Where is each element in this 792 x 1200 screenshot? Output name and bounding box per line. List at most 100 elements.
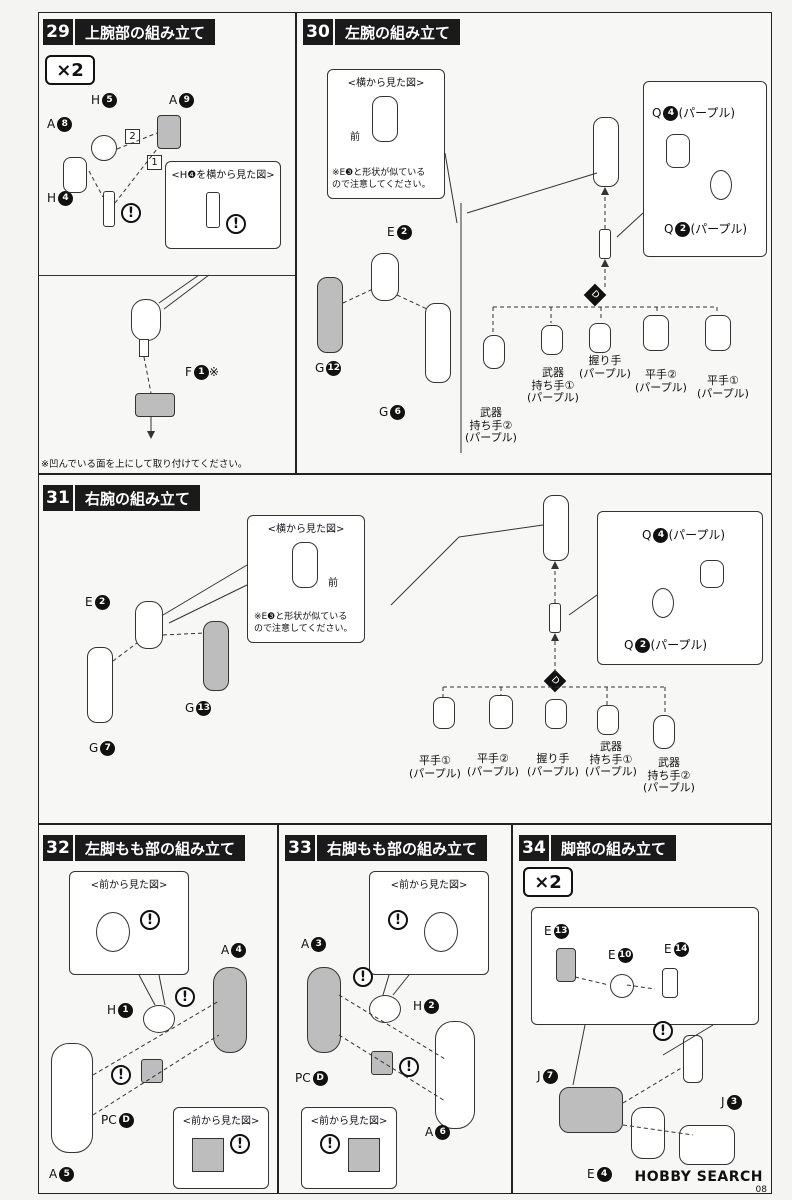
step-31-header: 31 右腕の組み立て (43, 485, 201, 511)
hand-label-weapon-2: 武器 持ち手② (パープル) (465, 406, 517, 445)
part-a5 (51, 1043, 93, 1153)
front-label: 前 (328, 578, 338, 589)
warning-icon: ! (653, 1021, 673, 1041)
hand-label-weapon-2: 武器 持ち手② (パープル) (643, 756, 695, 795)
hand-fist (545, 699, 567, 729)
part-g7 (87, 647, 113, 723)
part-pc-d-front (192, 1138, 224, 1172)
step-number: 34 (519, 835, 549, 861)
warning-icon: ! (320, 1134, 340, 1154)
hand-weapon-2 (653, 715, 675, 749)
part-a9 (157, 115, 181, 149)
part-joint (549, 603, 561, 633)
callout-front-view-1: <前から見た図> ! (369, 871, 489, 975)
hand-fist (589, 323, 611, 353)
part-q2 (710, 170, 732, 200)
callout-front-view-2: <前から見た図> ! (173, 1107, 269, 1189)
part-forearm (593, 117, 619, 187)
part-e2-side (372, 96, 398, 142)
hand-weapon-1 (597, 705, 619, 735)
part-e4 (631, 1107, 665, 1159)
seq-box-1: 1 (147, 155, 162, 171)
warning-icon: ! (175, 987, 195, 1007)
callout-side-view: <横から見た図> 前 ※E❸と形状が似ている ので注意してください。 (327, 69, 445, 199)
part-joint (139, 339, 149, 357)
hobby-search-watermark: HOBBY SEARCH (634, 1169, 763, 1185)
part-pc-d (141, 1059, 163, 1083)
part-f1 (135, 393, 175, 417)
callout-h4-side: <H❹を横から見た図> ! (165, 161, 281, 249)
step-number: 33 (285, 835, 315, 861)
hand-label-weapon-1: 武器 持ち手① (パープル) (585, 740, 637, 779)
warning-icon: ! (230, 1134, 250, 1154)
seq-box-2: 2 (125, 129, 140, 145)
hand-label-open-2: 平手② (パープル) (467, 752, 519, 778)
note-text: ※E❸と形状が似ている ので注意してください。 (254, 612, 353, 634)
part-e2 (135, 601, 163, 649)
part-j7 (559, 1087, 623, 1133)
part-forearm (543, 495, 569, 561)
part-a8 (63, 157, 87, 193)
part-e10 (610, 974, 634, 998)
step-32-header: 32 左脚もも部の組み立て (43, 835, 246, 861)
callout-caption: <横から見た図> (347, 78, 425, 89)
part-g6 (425, 303, 451, 383)
diamond-marker: D (583, 283, 607, 307)
warning-icon: ! (388, 910, 408, 930)
part-h5 (91, 135, 117, 161)
part-pc-d (371, 1051, 393, 1075)
step-30-header: 30 左腕の組み立て (303, 19, 461, 45)
callout-caption: <横から見た図> (267, 524, 345, 535)
note-text: ※E❸と形状が似ている ので注意してください。 (332, 168, 431, 190)
step-number: 32 (43, 835, 73, 861)
callout-caption: <前から見た図> (310, 1116, 388, 1127)
multiplier-badge: ×2 (45, 55, 95, 85)
hand-open-1 (433, 697, 455, 729)
hand-open-2 (489, 695, 513, 729)
callout-caption: <H❹を横から見た図> (171, 170, 275, 181)
hand-open-1 (705, 315, 731, 351)
page-number: 08 (755, 1185, 767, 1194)
callout-front-view-2: <前から見た図> ! (301, 1107, 397, 1189)
callout-caption: <前から見た図> (182, 1116, 260, 1127)
step-31-panel: 31 右腕の組み立て <横から見た図> 前 ※E❸と形状が似ている ので注意して… (38, 474, 772, 824)
hand-weapon-1 (541, 325, 563, 355)
step-34-header: 34 脚部の組み立て (519, 835, 677, 861)
part-e2 (371, 253, 399, 301)
part-q4 (666, 134, 690, 168)
part-h4-side (206, 192, 220, 228)
part-a4 (213, 967, 247, 1053)
part-assembled-arm (131, 299, 161, 341)
warning-icon: ! (226, 214, 246, 234)
part-e14 (662, 968, 678, 998)
step-title: 左腕の組み立て (335, 19, 461, 45)
hand-weapon-2 (483, 335, 505, 369)
hand-label-weapon-1: 武器 持ち手① (パープル) (527, 366, 579, 405)
part-h4 (103, 191, 115, 227)
diamond-marker: D (543, 669, 567, 693)
step-number: 31 (43, 485, 73, 511)
part-j3 (679, 1125, 735, 1165)
part-q4 (700, 560, 724, 588)
